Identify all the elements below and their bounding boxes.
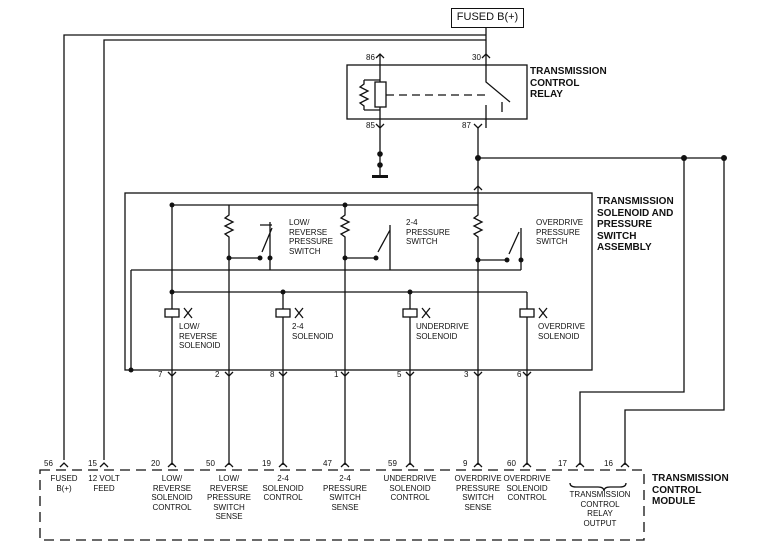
tcm-label-od-pressure-sense: OVERDRIVE PRESSURE SWITCH SENSE <box>454 474 502 512</box>
tcm-label-24-pressure-sense: 2-4 PRESSURE SWITCH SENSE <box>322 474 367 512</box>
junction-dot <box>169 202 175 208</box>
junction-dot <box>681 155 687 161</box>
ud-solenoid-label: UNDERDRIVE SOLENOID <box>416 322 469 341</box>
relay-output-bracket <box>569 482 627 492</box>
assembly-to-tcm-wires <box>171 370 528 465</box>
tcm-label-lr-solenoid-control: LOW/ REVERSE SOLENOID CONTROL <box>151 474 193 512</box>
tcm-label-ud-solenoid-control: UNDERDRIVE SOLENOID CONTROL <box>383 474 437 502</box>
od-pressure-switch-label: OVERDRIVE PRESSURE SWITCH <box>536 218 584 246</box>
lr-solenoid-coil <box>164 308 180 318</box>
relay-pin-30: 30 <box>472 53 481 62</box>
assembly-pin-6: 6 <box>517 370 522 379</box>
relay-pin-85: 85 <box>366 121 375 130</box>
junction-dot <box>373 255 379 261</box>
junction-dot <box>267 255 273 261</box>
junction-dot <box>342 255 348 261</box>
fused-b-plus-label: FUSED B(+) <box>451 8 524 28</box>
lr-switch-branch <box>223 205 273 370</box>
assembly-pin-1: 1 <box>334 370 339 379</box>
relay-title: TRANSMISSION CONTROL RELAY <box>530 66 607 100</box>
solenoid-feed-bus <box>171 205 528 370</box>
tcm-label-od-solenoid-control: OVERDRIVE SOLENOID CONTROL <box>503 474 551 502</box>
tcm-pin-19: 19 <box>262 459 271 468</box>
24-switch-branch <box>339 205 391 370</box>
tcm-label-relay-output: TRANSMISSION CONTROL RELAY OUTPUT <box>569 490 631 528</box>
tcm-pin-50: 50 <box>206 459 215 468</box>
solenoid-assembly-title: TRANSMISSION SOLENOID AND PRESSURE SWITC… <box>597 196 674 253</box>
solenoid-assembly-box <box>124 192 593 371</box>
junction-dot <box>475 257 481 263</box>
tcm-pin-17: 17 <box>558 459 567 468</box>
tcm-pin-56: 56 <box>44 459 53 468</box>
24-solenoid-label: 2-4 SOLENOID <box>292 322 334 341</box>
tcm-title: TRANSMISSION CONTROL MODULE <box>652 473 729 507</box>
relay-coil-resistor <box>358 79 380 111</box>
junction-dot <box>257 255 263 261</box>
ud-solenoid-coil <box>402 308 418 318</box>
junction-dot <box>518 257 524 263</box>
tcm-pin-15: 15 <box>88 459 97 468</box>
assembly-pin-7: 7 <box>158 370 163 379</box>
junction-dot <box>721 155 727 161</box>
lr-solenoid-label: LOW/ REVERSE SOLENOID <box>179 322 221 350</box>
assembly-pin-3: 3 <box>464 370 469 379</box>
lr-pressure-switch-label: LOW/ REVERSE PRESSURE SWITCH <box>289 218 334 256</box>
tcm-label-24-solenoid-control: 2-4 SOLENOID CONTROL <box>262 474 304 502</box>
junction-dot <box>377 151 383 157</box>
junction-dot <box>169 289 175 295</box>
junction-dot <box>377 162 383 168</box>
tcm-label-fused-b: FUSED B(+) <box>50 474 78 493</box>
relay-box <box>346 64 528 120</box>
24-solenoid-coil <box>275 308 291 318</box>
junction-dot <box>407 289 413 295</box>
relay-coil <box>374 81 387 108</box>
tcm-pin-16: 16 <box>604 459 613 468</box>
relay-switch-blade <box>485 75 511 128</box>
solenoid-valve-marks <box>183 307 548 319</box>
tcm-pin-59: 59 <box>388 459 397 468</box>
tcm-box <box>39 469 645 541</box>
tcm-pin-9: 9 <box>463 459 468 468</box>
tcm-pin-60: 60 <box>507 459 516 468</box>
junction-dot <box>504 257 510 263</box>
junction-dot <box>342 202 348 208</box>
tcm-pin-47: 47 <box>323 459 332 468</box>
junction-dot <box>226 255 232 261</box>
relay-pin-86: 86 <box>366 53 375 62</box>
relay-output-wire <box>477 128 725 465</box>
assembly-ground-bus <box>130 269 521 370</box>
junction-dot <box>475 155 481 161</box>
od-solenoid-coil <box>519 308 535 318</box>
od-switch-branch <box>472 205 522 370</box>
assembly-pin-8: 8 <box>270 370 275 379</box>
tcm-pin-20: 20 <box>151 459 160 468</box>
junction-dot <box>280 289 286 295</box>
assembly-bus-top <box>172 190 479 206</box>
junction-dot <box>128 367 134 373</box>
wire-fused-b-feed <box>63 28 487 460</box>
od-solenoid-label: OVERDRIVE SOLENOID <box>538 322 586 341</box>
assembly-pin-2: 2 <box>215 370 220 379</box>
ground-symbol <box>372 175 388 178</box>
assembly-pin-5: 5 <box>397 370 402 379</box>
24-pressure-switch-label: 2-4 PRESSURE SWITCH <box>406 218 451 246</box>
tcm-label-lr-pressure-sense: LOW/ REVERSE PRESSURE SWITCH SENSE <box>206 474 251 521</box>
connector-ticks <box>59 53 630 468</box>
tcm-label-12v-feed: 12 VOLT FEED <box>88 474 120 493</box>
relay-pin-87: 87 <box>462 121 471 130</box>
